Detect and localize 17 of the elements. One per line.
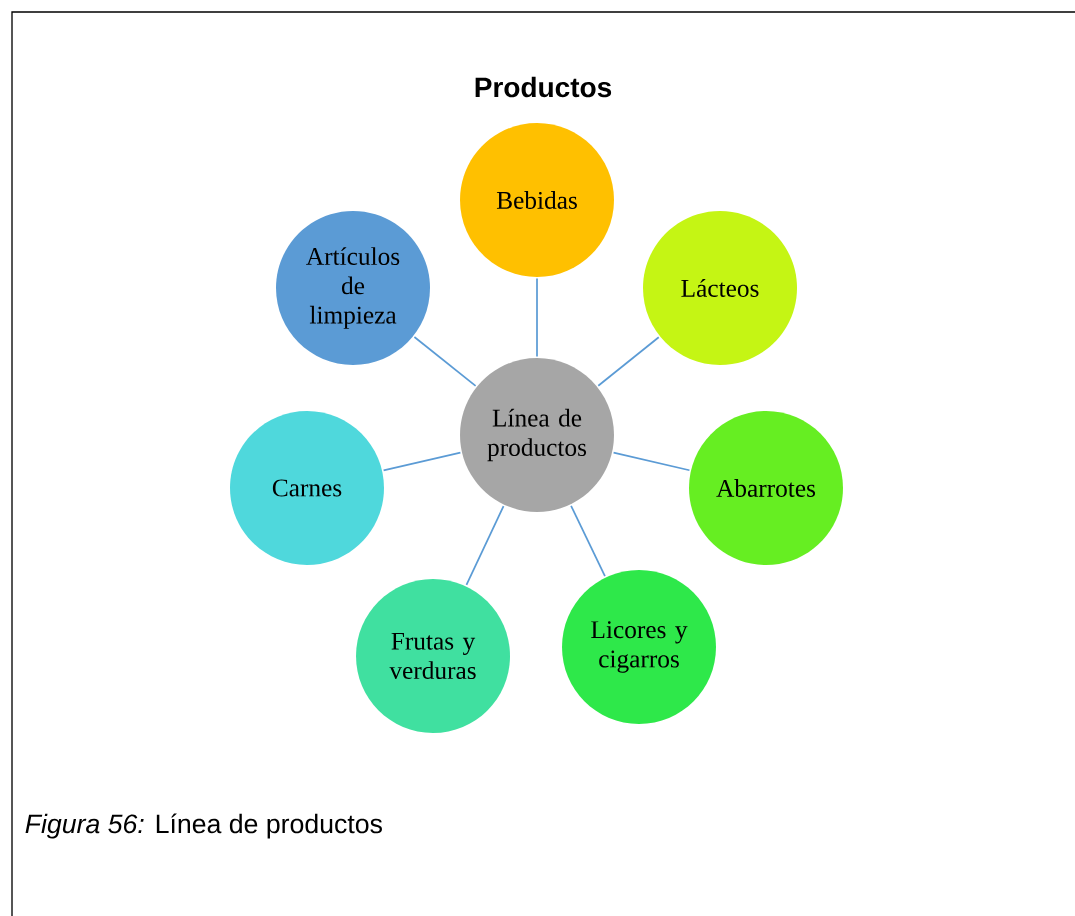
connector-line [570,504,606,578]
connector-line [413,336,477,387]
circle-node: Artículos de limpieza [276,211,430,365]
circle-node: Frutas y verduras [356,579,510,733]
connector-line [382,451,462,472]
circle-node: Carnes [230,411,384,565]
circle-node: Licores y cigarros [562,570,716,724]
circle-node: Lácteos [643,211,797,365]
caption: Figura 56: Línea de productos [25,813,382,839]
connector-line [536,277,538,358]
connector-line [612,451,691,472]
title: Productos [475,76,612,98]
connector-line [597,336,660,387]
circle-node: Línea de productos [460,358,614,512]
circle-node: Abarrotes [689,411,843,565]
circle-node: Bebidas [460,123,614,277]
connector-line [465,505,505,586]
